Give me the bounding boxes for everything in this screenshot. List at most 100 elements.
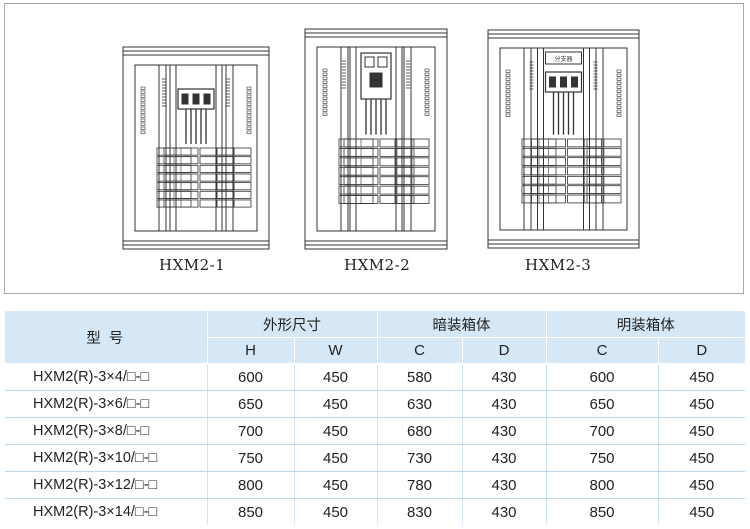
terminal-strip xyxy=(505,105,511,109)
value-cell: 450 xyxy=(657,498,745,525)
model-cell: HXM2(R)-3×4/□-□ xyxy=(5,363,207,391)
cabinet-outline xyxy=(122,46,270,250)
table-row: HXM2(R)-3×14/□-□ 850 450 830 430 850 450 xyxy=(5,498,745,525)
terminal-strip xyxy=(616,81,622,85)
cabinet-outline xyxy=(304,28,448,250)
value-cell: 450 xyxy=(293,390,377,418)
terminal-strip xyxy=(505,93,511,97)
breaker-pole xyxy=(571,76,578,88)
subheader-flush-c: C xyxy=(376,337,462,364)
value-cell: 700 xyxy=(206,417,294,445)
terminal-strip xyxy=(322,104,328,108)
terminal-strip xyxy=(140,106,146,110)
cabinet-drawings: 分支器 xyxy=(122,28,640,250)
terminal-strip xyxy=(505,85,511,89)
subheader-surface-c: C xyxy=(545,337,658,364)
terminal-strip xyxy=(424,68,430,72)
terminal-strip xyxy=(140,126,146,130)
value-cell: 750 xyxy=(206,444,294,472)
terminal-strip xyxy=(424,104,430,108)
value-cell: 680 xyxy=(376,417,462,445)
value-cell: 450 xyxy=(657,471,745,499)
terminal-strip xyxy=(505,69,511,73)
main-breaker xyxy=(360,52,392,100)
value-cell: 630 xyxy=(376,390,462,418)
terminal-strip xyxy=(140,130,146,134)
terminal-strip xyxy=(246,106,252,110)
subheader-w: W xyxy=(293,337,377,364)
terminal-strip xyxy=(140,86,146,90)
terminal-strip xyxy=(424,84,430,88)
terminal-strip xyxy=(140,110,146,114)
terminal-strip xyxy=(424,100,430,104)
terminal-strip xyxy=(246,118,252,122)
value-cell: 650 xyxy=(206,390,294,418)
terminal-strip xyxy=(246,114,252,118)
terminal-strip xyxy=(140,102,146,106)
terminal-strip xyxy=(140,118,146,122)
value-cell: 830 xyxy=(376,498,462,525)
table-row: HXM2(R)-3×8/□-□ 700 450 680 430 700 450 xyxy=(5,417,745,445)
terminal-strip xyxy=(616,109,622,113)
table-row: HXM2(R)-3×6/□-□ 650 450 630 430 650 450 xyxy=(5,390,745,418)
caption-hxm2-1: HXM2-1 xyxy=(159,256,226,274)
subheader-h: H xyxy=(206,337,294,364)
terminal-strip xyxy=(246,122,252,126)
terminal-strip xyxy=(322,92,328,96)
terminal-strip xyxy=(616,69,622,73)
terminal-strip xyxy=(505,77,511,81)
table-row: HXM2(R)-3×4/□-□ 600 450 580 430 600 450 xyxy=(5,363,745,391)
table-header-row-1: 型 号 外形尺寸 暗装箱体 明装箱体 xyxy=(5,311,745,364)
table-row: HXM2(R)-3×10/□-□ 750 450 730 430 750 450 xyxy=(5,444,745,472)
model-cell: HXM2(R)-3×12/□-□ xyxy=(5,471,207,499)
value-cell: 700 xyxy=(545,417,658,445)
value-cell: 650 xyxy=(545,390,658,418)
spec-table: 型 号 外形尺寸 暗装箱体 明装箱体 H W C D C D HXM2(R)-3… xyxy=(5,311,745,525)
terminal-strip xyxy=(424,80,430,84)
terminal-strip xyxy=(322,80,328,84)
terminal-strip xyxy=(246,94,252,98)
terminal-strip xyxy=(322,84,328,88)
terminal-strip xyxy=(246,126,252,130)
value-cell: 450 xyxy=(293,471,377,499)
terminal-strip xyxy=(616,89,622,93)
value-cell: 800 xyxy=(545,471,658,499)
subheader-surface-d: D xyxy=(657,337,745,364)
inner-panel xyxy=(316,46,436,232)
cabinet-drawings-panel: 分支器 xyxy=(4,3,744,294)
branch-label: 分支器 xyxy=(554,55,572,63)
value-cell: 450 xyxy=(293,444,377,472)
terminal-strip xyxy=(140,90,146,94)
subheader-flush-d: D xyxy=(461,337,546,364)
terminal-strip xyxy=(424,88,430,92)
value-cell: 450 xyxy=(293,417,377,445)
value-cell: 750 xyxy=(545,444,658,472)
breaker-pole xyxy=(181,93,189,105)
value-cell: 430 xyxy=(461,471,546,499)
value-cell: 430 xyxy=(461,363,546,391)
value-cell: 800 xyxy=(206,471,294,499)
terminal-strip xyxy=(322,96,328,100)
terminal-strip xyxy=(424,72,430,76)
terminal-strip xyxy=(246,110,252,114)
terminal-strip xyxy=(424,96,430,100)
terminal-strip xyxy=(505,109,511,113)
value-cell: 580 xyxy=(376,363,462,391)
terminal-strip xyxy=(505,97,511,101)
value-cell: 450 xyxy=(293,363,377,391)
terminal-strip xyxy=(424,76,430,80)
terminal-strip xyxy=(322,68,328,72)
terminal-strip xyxy=(505,101,511,105)
terminal-strip xyxy=(140,94,146,98)
branch-box xyxy=(545,51,582,65)
table-header-row-2: H W C D C D xyxy=(5,337,745,364)
terminal-strip xyxy=(322,72,328,76)
value-cell: 730 xyxy=(376,444,462,472)
inner-panel xyxy=(134,64,258,232)
terminal-strip xyxy=(140,98,146,102)
value-cell: 450 xyxy=(657,444,745,472)
value-cell: 430 xyxy=(461,498,546,525)
breaker-pole xyxy=(560,76,567,88)
terminal-strip xyxy=(616,101,622,105)
terminal-strip xyxy=(140,114,146,118)
